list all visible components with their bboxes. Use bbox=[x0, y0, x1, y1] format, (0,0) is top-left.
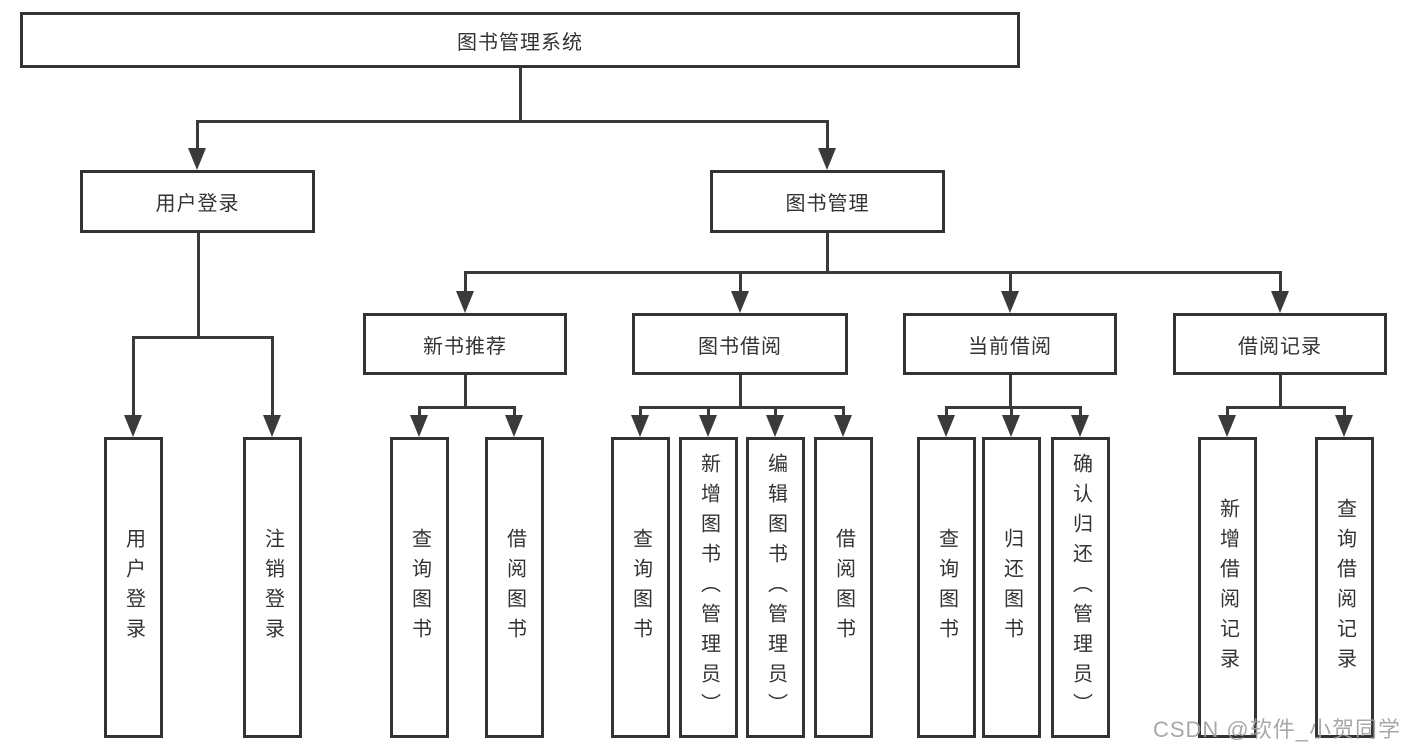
connector-line bbox=[706, 406, 710, 417]
arrow-down-icon bbox=[505, 415, 523, 437]
node-book-borrow: 图书借阅 bbox=[632, 313, 848, 375]
connector-line bbox=[944, 406, 948, 417]
node-borrow-records: 借阅记录 bbox=[1173, 313, 1387, 375]
connector-line bbox=[738, 375, 742, 408]
connector-line bbox=[463, 271, 467, 293]
connector-line bbox=[270, 336, 274, 417]
connector-line bbox=[825, 120, 829, 150]
arrow-down-icon bbox=[631, 415, 649, 437]
arrow-down-icon bbox=[699, 415, 717, 437]
arrow-down-icon bbox=[1335, 415, 1353, 437]
node-label: 新增图书（管理员） bbox=[697, 452, 720, 723]
node-user-login: 用户登录 bbox=[80, 170, 315, 233]
arrow-down-icon bbox=[410, 415, 428, 437]
leaf-query-books-1: 查询图书 bbox=[390, 437, 449, 738]
node-label: 用户登录 bbox=[122, 527, 145, 648]
connector-line bbox=[1342, 406, 1346, 417]
connector-line bbox=[195, 120, 199, 150]
leaf-add-books-admin: 新增图书（管理员） bbox=[679, 437, 738, 738]
arrow-down-icon bbox=[1271, 291, 1289, 313]
connector-line bbox=[1226, 406, 1346, 409]
csdn-watermark: CSDN @软件_小贺同学 bbox=[1152, 717, 1401, 742]
connector-line bbox=[1278, 375, 1282, 408]
leaf-borrow-books-2: 借阅图书 bbox=[814, 437, 873, 738]
node-book-management: 图书管理 bbox=[710, 170, 945, 233]
node-label: 图书借阅 bbox=[698, 335, 782, 358]
connector-line bbox=[773, 406, 777, 417]
node-label: 借阅图书 bbox=[503, 527, 526, 648]
node-label: 新增借阅记录 bbox=[1216, 497, 1239, 678]
connector-line bbox=[1008, 375, 1012, 408]
node-label: 归还图书 bbox=[1000, 527, 1023, 648]
connector-line bbox=[738, 271, 742, 293]
connector-line bbox=[417, 406, 421, 417]
node-label: 查询图书 bbox=[629, 527, 652, 648]
node-new-book-recommend: 新书推荐 bbox=[363, 313, 567, 375]
connector-line bbox=[464, 271, 1282, 274]
connector-line bbox=[1225, 406, 1229, 417]
leaf-query-books-3: 查询图书 bbox=[917, 437, 976, 738]
connector-line bbox=[196, 120, 829, 123]
leaf-return-books: 归还图书 bbox=[982, 437, 1041, 738]
leaf-add-borrow-record: 新增借阅记录 bbox=[1198, 437, 1257, 738]
arrow-down-icon bbox=[731, 291, 749, 313]
node-label: 查询图书 bbox=[935, 527, 958, 648]
connector-line bbox=[639, 406, 845, 409]
arrow-down-icon bbox=[834, 415, 852, 437]
arrow-down-icon bbox=[937, 415, 955, 437]
node-label: 用户登录 bbox=[155, 193, 240, 215]
connector-line bbox=[132, 336, 274, 339]
connector-line bbox=[1078, 406, 1082, 417]
connector-line bbox=[418, 406, 516, 409]
leaf-query-borrow-record: 查询借阅记录 bbox=[1315, 437, 1374, 738]
connector-line bbox=[463, 375, 467, 408]
node-label: 新书推荐 bbox=[423, 335, 507, 358]
connector-line bbox=[1278, 271, 1282, 293]
arrow-down-icon bbox=[818, 148, 836, 170]
connector-line bbox=[825, 233, 829, 273]
node-label: 确认归还（管理员） bbox=[1069, 452, 1092, 723]
node-library-system: 图书管理系统 bbox=[20, 12, 1020, 68]
arrow-down-icon bbox=[456, 291, 474, 313]
leaf-edit-books-admin: 编辑图书（管理员） bbox=[746, 437, 805, 738]
arrow-down-icon bbox=[188, 148, 206, 170]
connector-line bbox=[196, 233, 200, 338]
node-label: 注销登录 bbox=[261, 527, 284, 648]
connector-line bbox=[512, 406, 516, 417]
leaf-borrow-books-1: 借阅图书 bbox=[485, 437, 544, 738]
node-label: 当前借阅 bbox=[968, 335, 1052, 358]
arrow-down-icon bbox=[1001, 291, 1019, 313]
node-label: 编辑图书（管理员） bbox=[764, 452, 787, 723]
arrow-down-icon bbox=[263, 415, 281, 437]
leaf-user-login: 用户登录 bbox=[104, 437, 163, 738]
arrow-down-icon bbox=[1218, 415, 1236, 437]
node-current-borrow: 当前借阅 bbox=[903, 313, 1117, 375]
leaf-logout-login: 注销登录 bbox=[243, 437, 302, 738]
connector-line bbox=[1008, 271, 1012, 293]
connector-line bbox=[1009, 406, 1013, 417]
node-label: 图书管理 bbox=[785, 193, 870, 215]
connector-line bbox=[841, 406, 845, 417]
node-label: 借阅图书 bbox=[832, 527, 855, 648]
arrow-down-icon bbox=[124, 415, 142, 437]
connector-line bbox=[518, 68, 522, 122]
connector-line bbox=[131, 336, 135, 417]
arrow-down-icon bbox=[1002, 415, 1020, 437]
node-label: 查询借阅记录 bbox=[1333, 497, 1356, 678]
leaf-confirm-return-admin: 确认归还（管理员） bbox=[1051, 437, 1110, 738]
connector-line bbox=[638, 406, 642, 417]
arrow-down-icon bbox=[766, 415, 784, 437]
leaf-query-books-2: 查询图书 bbox=[611, 437, 670, 738]
arrow-down-icon bbox=[1071, 415, 1089, 437]
node-label: 图书管理系统 bbox=[457, 31, 583, 54]
node-label: 借阅记录 bbox=[1238, 335, 1322, 358]
node-label: 查询图书 bbox=[408, 527, 431, 648]
connector-line bbox=[945, 406, 1082, 409]
